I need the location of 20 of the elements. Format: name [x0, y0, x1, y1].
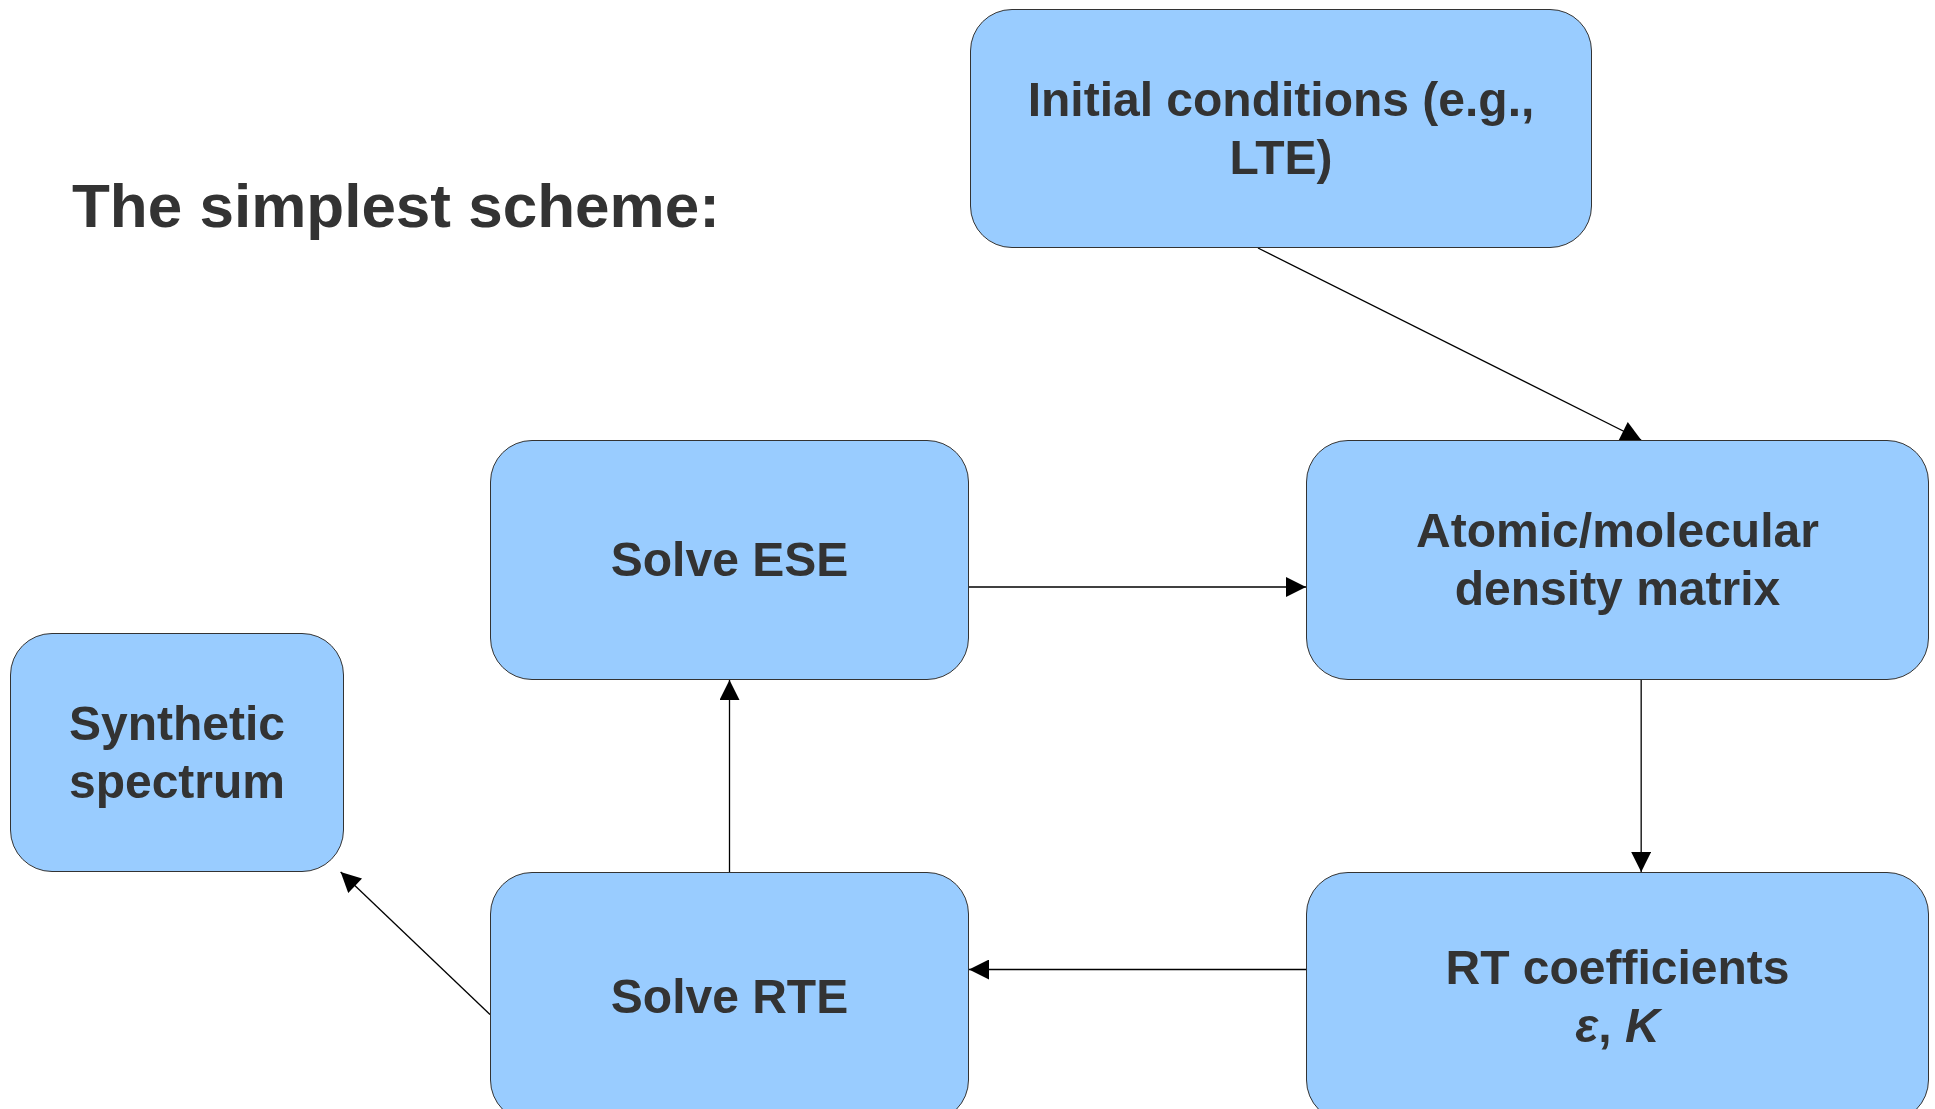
box-label: ε, K [1575, 998, 1660, 1054]
process-box [490, 440, 969, 680]
arrow [1257, 247, 1642, 441]
arrow [1631, 679, 1652, 873]
arrow [340, 871, 491, 1016]
process-box [1306, 872, 1929, 1109]
diagram-title: The simplest scheme: [72, 170, 720, 241]
process-box [1306, 440, 1929, 680]
box-label: Synthetic spectrum [67, 695, 287, 810]
box-label: Solve RTE [610, 969, 849, 1026]
process-box [10, 633, 344, 872]
process-box [970, 9, 1592, 248]
arrow [968, 959, 1307, 980]
box-label: Initial conditions (e.g., LTE) [1026, 71, 1536, 186]
box-label: Atomic/molecular density matrix [1415, 503, 1820, 617]
process-box [490, 872, 969, 1109]
arrow [719, 679, 740, 873]
arrow [968, 577, 1307, 597]
box-label: RT coefficients [1445, 940, 1790, 997]
box-label: Solve ESE [610, 532, 849, 589]
